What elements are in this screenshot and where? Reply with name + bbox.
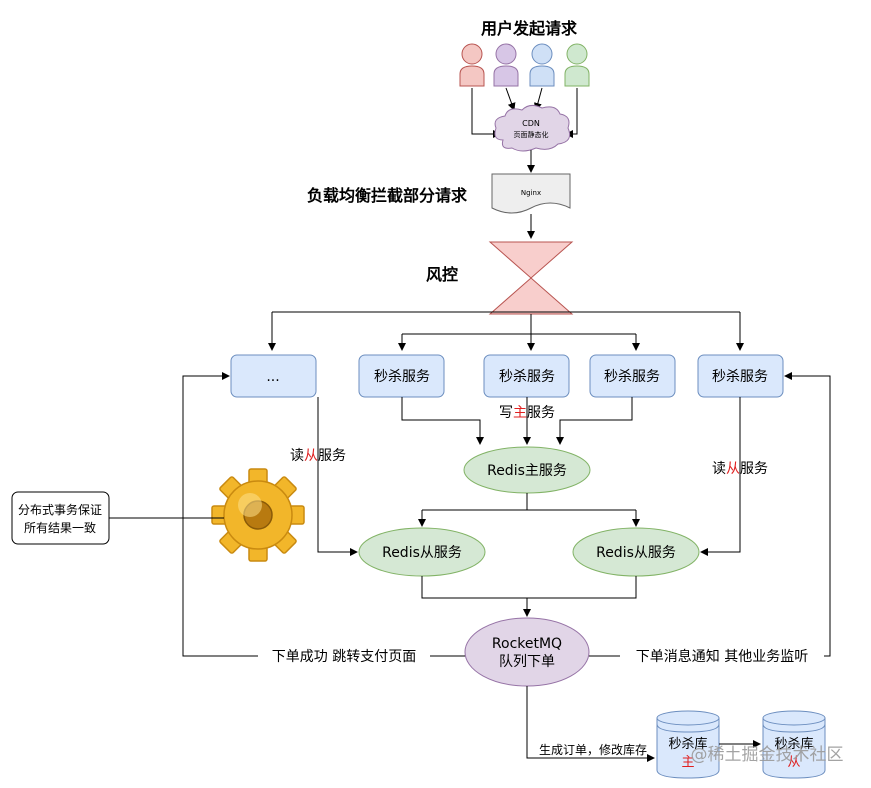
svg-text:...: ... xyxy=(266,369,279,385)
read-slave-label-left: 读从服务 xyxy=(290,447,346,464)
svg-text:秒杀服务: 秒杀服务 xyxy=(712,369,768,385)
nginx-box: Nginx xyxy=(491,173,571,214)
svg-text:Redis主服务: Redis主服务 xyxy=(487,463,567,479)
risk-control-hourglass xyxy=(488,241,574,315)
svg-text:所有结果一致: 所有结果一致 xyxy=(24,521,96,535)
user-4-icon xyxy=(564,43,590,87)
rocketmq-node: RocketMQ 队列下单 xyxy=(464,617,590,687)
svg-text:从: 从 xyxy=(787,755,800,770)
seckill-service-box-4: 秒杀服务 xyxy=(697,354,784,398)
svg-text:Redis从服务: Redis从服务 xyxy=(596,545,676,561)
order-success-label: 下单成功 跳转支付页面 xyxy=(272,649,416,665)
risk-control-title: 风控 xyxy=(426,265,458,284)
gen-order-label: 生成订单，修改库存 xyxy=(539,742,647,757)
seckill-service-box-2: 秒杀服务 xyxy=(483,354,570,398)
load-balance-title: 负载均衡拦截部分请求 xyxy=(307,186,468,205)
svg-text:秒杀服务: 秒杀服务 xyxy=(604,369,660,385)
svg-text:Redis从服务: Redis从服务 xyxy=(382,545,462,561)
svg-text:分布式事务保证: 分布式事务保证 xyxy=(18,502,102,517)
svg-text:秒杀库: 秒杀库 xyxy=(668,736,707,752)
seckill-db-master: 秒杀库 主 xyxy=(656,710,720,779)
seckill-service-box-3: 秒杀服务 xyxy=(589,354,676,398)
cdn-label: CDN xyxy=(522,119,540,128)
cdn-sublabel: 页面静态化 xyxy=(514,130,549,139)
user-3-icon xyxy=(529,43,555,87)
seckill-service-box-1: 秒杀服务 xyxy=(358,354,445,398)
redis-slave-node-right: Redis从服务 xyxy=(572,527,700,577)
order-notify-label: 下单消息通知 其他业务监听 xyxy=(636,648,808,665)
gear-icon xyxy=(211,468,305,562)
service-box-ellipsis: ... xyxy=(230,354,317,398)
user-1-icon xyxy=(459,43,485,87)
svg-text:秒杀服务: 秒杀服务 xyxy=(374,369,430,385)
svg-text:RocketMQ: RocketMQ xyxy=(492,636,562,652)
write-master-label: 写主服务 xyxy=(499,405,555,421)
distributed-transaction-box: 分布式事务保证 所有结果一致 xyxy=(11,491,110,545)
read-slave-label-right: 读从服务 xyxy=(712,460,768,477)
svg-text:队列下单: 队列下单 xyxy=(499,654,555,670)
svg-text:主: 主 xyxy=(681,755,694,770)
user-2-icon xyxy=(493,43,519,87)
svg-text:秒杀服务: 秒杀服务 xyxy=(499,369,555,385)
seckill-db-slave: 秒杀库 从 xyxy=(762,710,826,779)
redis-master-node: Redis主服务 xyxy=(463,446,591,494)
cdn-cloud: CDN 页面静态化 xyxy=(494,104,571,152)
redis-slave-node-left: Redis从服务 xyxy=(358,527,486,577)
watermark-text: @稀土掘金技术社区 xyxy=(691,745,844,765)
users-request-title: 用户发起请求 xyxy=(481,19,578,38)
svg-text:秒杀库: 秒杀库 xyxy=(774,736,813,752)
nginx-label: Nginx xyxy=(521,189,541,197)
